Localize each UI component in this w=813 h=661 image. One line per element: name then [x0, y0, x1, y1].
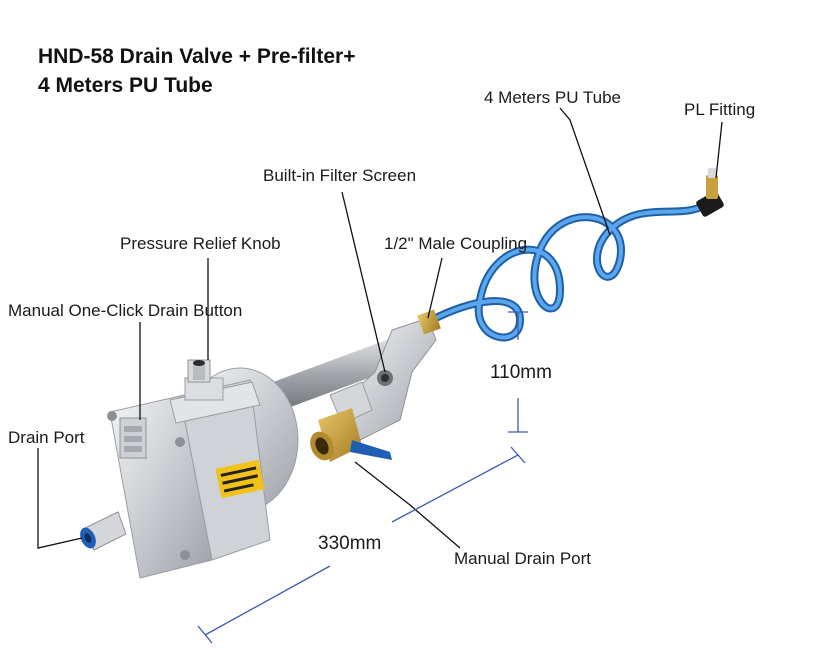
leader-male-coupling	[427, 257, 443, 319]
pre-filter	[329, 309, 441, 441]
leader-pu-tube	[559, 107, 611, 236]
label-manual-drain-port: Manual Drain Port	[454, 549, 592, 568]
dim-330-caps	[197, 446, 526, 644]
leader-drain-port	[37, 448, 83, 549]
drain-valve-body	[107, 367, 299, 579]
drain-button	[119, 417, 147, 459]
label-drain-port: Drain Port	[8, 428, 85, 447]
leader-filter-screen	[341, 191, 386, 373]
leader-lines	[37, 107, 723, 549]
title-line-1: HND-58 Drain Valve + Pre-filter+	[38, 45, 356, 68]
label-male-coupling: 1/2" Male Coupling	[384, 234, 528, 253]
leader-manual-drain-port	[354, 461, 461, 549]
label-pu-tube: 4 Meters PU Tube	[484, 88, 622, 107]
label-drain-button: Manual One-Click Drain Button	[8, 301, 243, 320]
leader-pl-fitting	[715, 121, 723, 179]
dimension-height: 110mm	[490, 362, 552, 383]
connecting-pipe	[265, 335, 412, 412]
drain-port-fitting	[80, 511, 127, 551]
pu-tube	[428, 201, 709, 342]
dim-330-line	[204, 454, 519, 636]
label-pl-fitting: PL Fitting	[684, 100, 756, 119]
pl-fitting	[696, 168, 724, 217]
label-relief-knob: Pressure Relief Knob	[120, 234, 281, 253]
dimension-length: 330mm	[318, 533, 382, 554]
label-filter-screen: Built-in Filter Screen	[263, 166, 417, 185]
title-line-2: 4 Meters PU Tube	[38, 74, 213, 97]
pressure-relief-knob	[187, 359, 211, 383]
dim-110-top	[508, 311, 528, 340]
dim-110-bottom	[508, 398, 528, 433]
dimension-lines	[197, 311, 528, 644]
title: HND-58 Drain Valve + Pre-filter+ 4 Meter…	[38, 42, 355, 100]
manual-drain-valve	[310, 408, 392, 462]
warning-label	[215, 459, 265, 499]
